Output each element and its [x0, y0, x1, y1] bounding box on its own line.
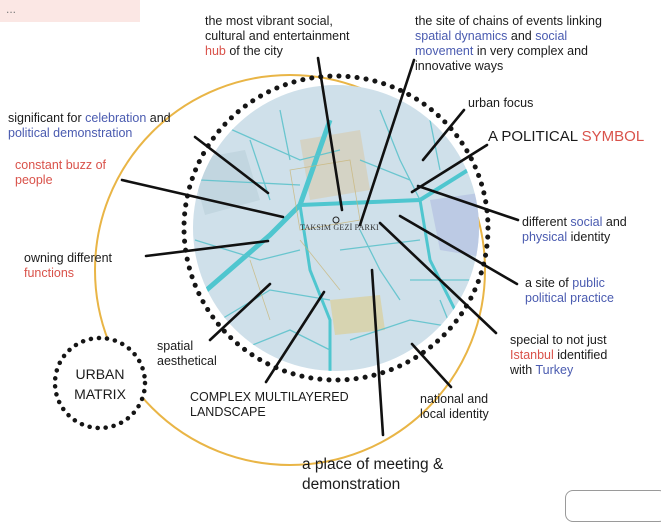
label-political-symbol-word: SYMBOL — [581, 128, 645, 145]
label-special-istanbul: special to not just Istanbul identified … — [510, 333, 630, 378]
label-special-text: special to not just — [510, 333, 607, 347]
label-vibrant-hub-word: hub — [205, 44, 226, 58]
label-identity-physical: physical — [522, 230, 568, 244]
label-chains-social: social movement — [415, 29, 568, 58]
label-functions-word: functions — [24, 266, 75, 280]
label-different-identity: different social and physical identity — [522, 215, 652, 245]
label-public-text: a site of — [525, 276, 573, 290]
label-chains-and: and — [507, 29, 536, 43]
label-public-word: public political practice — [525, 276, 614, 305]
label-identity-text: different — [522, 215, 571, 229]
leader-lines — [120, 56, 520, 437]
label-complex-landscape: COMPLEX MULTILAYERED LANDSCAPE — [190, 390, 349, 419]
label-political-symbol: A POLITICAL SYMBOL — [488, 127, 644, 147]
label-public-practice: a site of public political practice — [525, 276, 645, 306]
label-celebration-text: significant for — [8, 111, 86, 125]
label-vibrant-hub: the most vibrant social, cultural and en… — [205, 14, 373, 59]
label-celebration-and: and — [146, 111, 171, 125]
label-demonstration-word: political demonstration — [8, 126, 133, 140]
corner-tag-text: ... — [6, 2, 17, 16]
diagram-graphic — [52, 56, 520, 466]
label-celebration-word: celebration — [85, 111, 147, 125]
label-identity-and: and — [602, 215, 627, 229]
label-chains-of-events: the site of chains of events linking spa… — [415, 14, 615, 74]
corner-frame — [565, 490, 661, 522]
label-chains-text: the site of chains of events linking — [415, 14, 602, 28]
label-national-identity: national and local identity — [420, 392, 489, 421]
label-urban-matrix: URBAN MATRIX — [74, 366, 126, 402]
label-vibrant-text-end: of the city — [225, 44, 283, 58]
label-special-istanbul-word: Istanbul — [510, 348, 554, 362]
label-functions-text: owning different — [24, 251, 113, 265]
label-special-turkey-word: Turkey — [535, 363, 574, 377]
label-political-text: A POLITICAL — [488, 128, 582, 145]
map-place-label: TAKSIM GEZİ PARKI — [300, 223, 379, 232]
label-special-mid: identified with — [510, 348, 608, 377]
label-urban-focus: urban focus — [468, 96, 534, 110]
map-dotted-outline — [181, 73, 491, 383]
label-identity-text-end: identity — [567, 230, 611, 244]
label-functions: owning different functions — [24, 251, 149, 281]
label-vibrant-text: the most vibrant social, cultural and en… — [205, 14, 350, 43]
corner-tag: ... — [0, 0, 140, 22]
label-constant-buzz: constant buzz of people — [15, 158, 107, 187]
map-disc — [193, 85, 479, 371]
orange-context-ring — [94, 74, 486, 466]
label-chains-text-end: in very complex and innovative ways — [415, 44, 588, 73]
label-meeting-demonstration: a place of meeting & demonstration — [302, 456, 444, 493]
label-identity-social: social — [570, 215, 603, 229]
urban-matrix-circle — [52, 335, 148, 431]
label-chains-spatial: spatial dynamics — [415, 29, 508, 43]
label-celebration: significant for celebration and politica… — [8, 111, 213, 141]
label-spatial-aesthetical: spatial aesthetical — [157, 339, 217, 368]
